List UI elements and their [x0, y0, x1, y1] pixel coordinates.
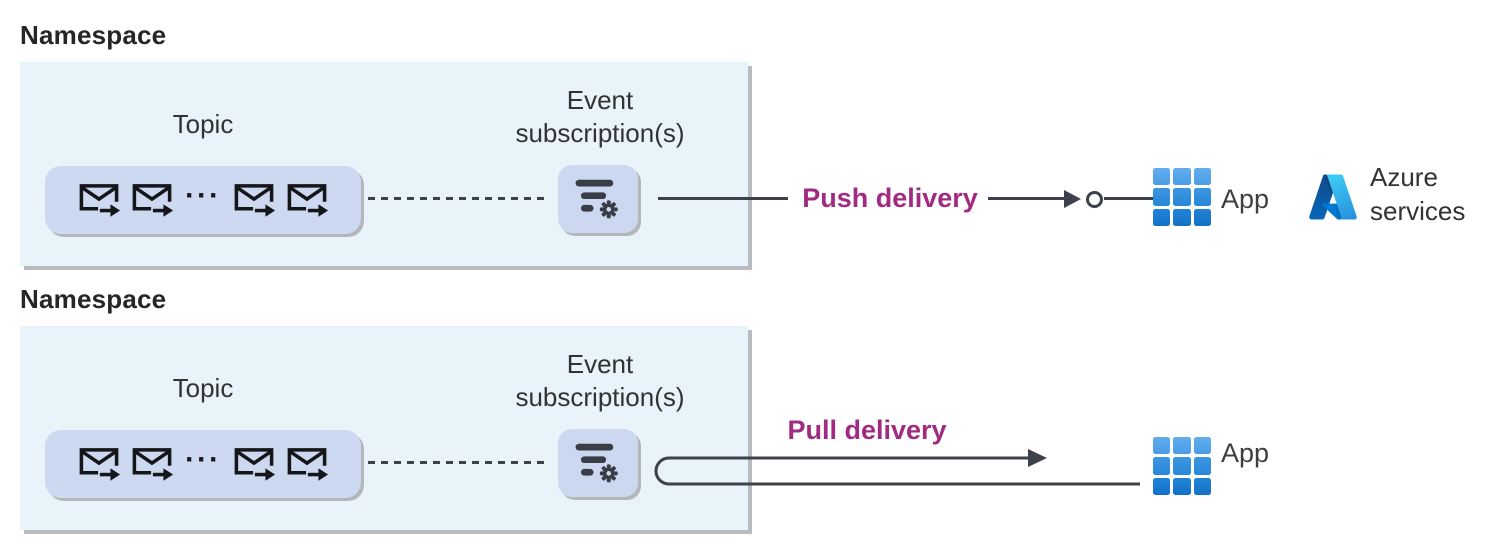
- ellipsis: ···: [185, 179, 221, 212]
- push-delivery-line-left: [658, 197, 788, 200]
- app-label: App: [1221, 184, 1270, 214]
- topic-pill: ···: [45, 166, 361, 234]
- dotted-connector: [368, 461, 550, 464]
- topic-pill: ···: [45, 430, 361, 498]
- envelope-icon: [232, 180, 276, 220]
- namespace-label: Namespace: [20, 284, 167, 314]
- envelope-icon: [77, 180, 121, 220]
- pull-delivery-loop-arrow: [654, 449, 1140, 486]
- topic-label: Topic: [172, 109, 234, 139]
- envelope-icon: [130, 444, 174, 484]
- pull-delivery-label: Pull delivery: [787, 415, 947, 445]
- envelope-icon: [130, 180, 174, 220]
- envelope-icon: [285, 444, 329, 484]
- push-arrowhead-icon: [1064, 190, 1081, 208]
- event-subscription-label: Event subscription(s): [515, 349, 685, 412]
- azure-logo-icon: [1307, 171, 1359, 223]
- endpoint-circle-icon: [1086, 191, 1103, 208]
- envelope-icon: [285, 180, 329, 220]
- event-subscription-filter-gear-icon: [562, 433, 634, 494]
- app-grid-icon: [1153, 437, 1211, 495]
- envelope-icon: [77, 444, 121, 484]
- dotted-connector: [368, 197, 550, 200]
- event-subscription-label: Event subscription(s): [515, 85, 685, 148]
- topic-label: Topic: [172, 373, 234, 403]
- namespace-label: Namespace: [20, 20, 167, 50]
- push-delivery-label: Push delivery: [802, 183, 978, 213]
- app-grid-icon: [1153, 168, 1211, 226]
- envelope-icon: [232, 444, 276, 484]
- endpoint-connector-line: [1104, 197, 1153, 200]
- push-delivery-line-right: [988, 197, 1064, 200]
- event-subscription-filter-gear-icon: [562, 169, 634, 230]
- ellipsis: ···: [185, 443, 221, 476]
- event-subscription-icon: [558, 165, 638, 233]
- event-subscription-icon: [558, 429, 638, 497]
- azure-services-label: Azure services: [1370, 162, 1466, 226]
- app-label: App: [1221, 438, 1270, 468]
